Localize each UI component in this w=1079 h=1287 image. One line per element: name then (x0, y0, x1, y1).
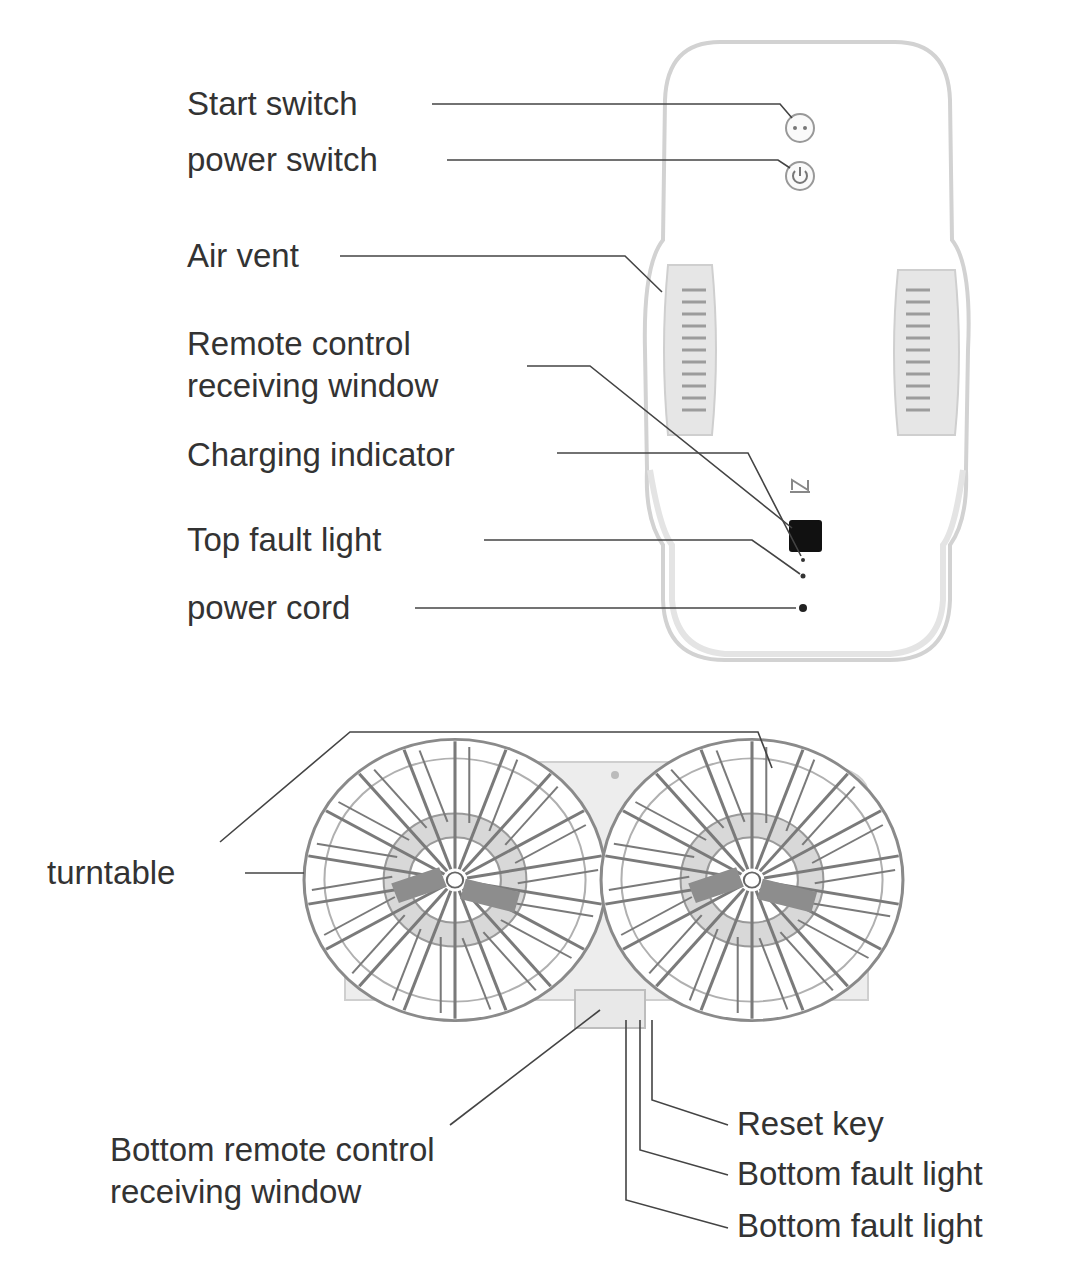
sensor-label: Bottom remote control receiving window (110, 1129, 510, 1213)
indicator-label: Bottom fault light (737, 1205, 983, 1247)
part-label: turntable (47, 852, 175, 894)
indicator-label: Bottom fault light (737, 1153, 983, 1195)
vent-label: Air vent (187, 235, 299, 277)
indicator-label: Charging indicator (187, 434, 455, 476)
button-label: Reset key (737, 1103, 884, 1145)
button-label: Start switch (187, 83, 358, 125)
button-label: power switch (187, 139, 378, 181)
sensor-label: Remote control receiving window (187, 323, 487, 407)
indicator-label: Top fault light (187, 519, 381, 561)
port-label: power cord (187, 587, 350, 629)
